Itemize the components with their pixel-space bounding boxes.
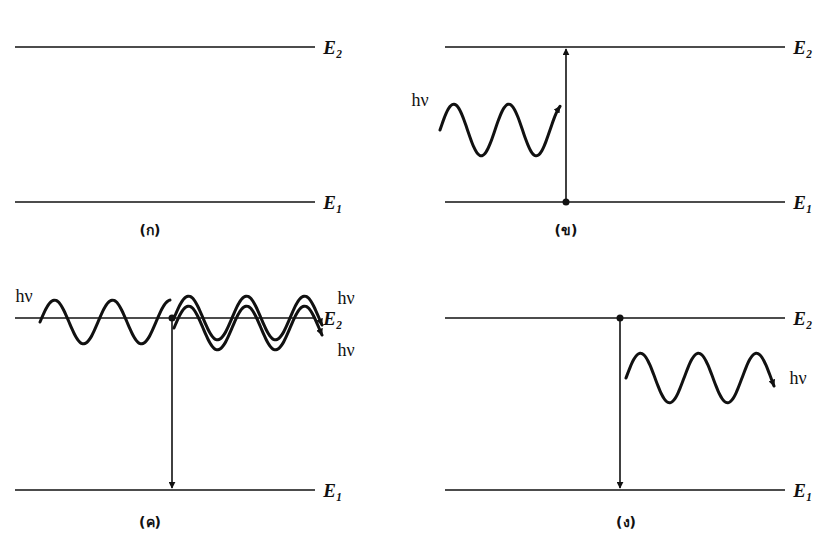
electron-dot	[563, 199, 570, 206]
electron-dot	[617, 315, 624, 322]
energy-level-line	[445, 317, 785, 319]
energy-level-line	[15, 46, 315, 48]
photon-label: hν	[411, 91, 428, 109]
panel-label: (ก)	[140, 223, 161, 237]
energy-level-label: E₁	[323, 193, 342, 212]
energy-level-label: E₂	[323, 309, 342, 328]
energy-level-label: E₂	[793, 38, 812, 57]
energy-level-label: E₂	[323, 38, 342, 57]
photon-label: hν	[337, 341, 354, 359]
transition-arrow	[171, 318, 173, 488]
transition-arrow	[565, 49, 567, 202]
energy-level-line	[15, 201, 315, 203]
photon-label: hν	[789, 369, 806, 387]
panel-label: (ค)	[139, 515, 161, 529]
panel-label: (ข)	[555, 223, 578, 237]
photon-wave	[440, 104, 560, 156]
energy-level-line	[15, 317, 315, 319]
photon-label: hν	[337, 289, 354, 307]
energy-level-line	[445, 46, 785, 48]
energy-level-line	[445, 201, 785, 203]
energy-level-label: E₁	[793, 193, 812, 212]
panel-label: (ง)	[616, 515, 636, 529]
photon-wave	[174, 296, 322, 340]
energy-level-line	[445, 489, 785, 491]
energy-level-line	[15, 489, 315, 491]
transition-arrow	[619, 318, 621, 488]
photon-label: hν	[15, 287, 32, 305]
photon-wave	[626, 353, 774, 403]
energy-level-label: E₁	[323, 481, 342, 500]
photon-wave	[40, 300, 170, 344]
energy-level-label: E₂	[793, 309, 812, 328]
photon-wave	[174, 306, 322, 350]
energy-level-label: E₁	[793, 481, 812, 500]
